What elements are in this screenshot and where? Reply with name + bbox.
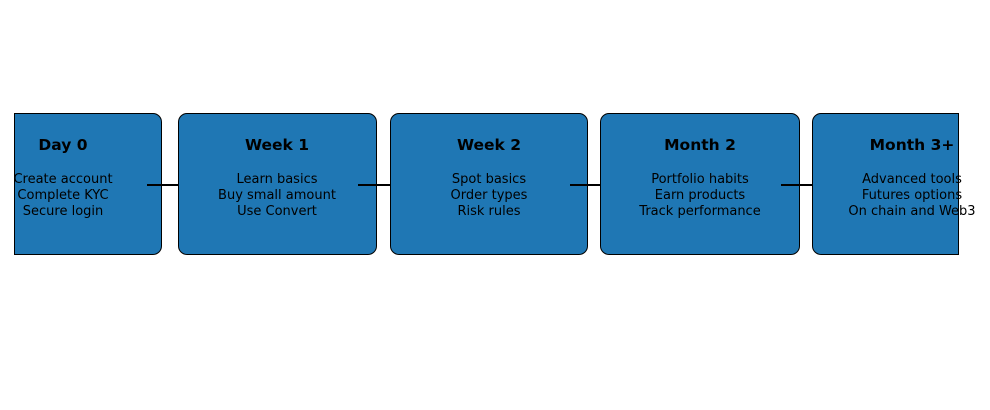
connector-line [358,184,390,186]
stage-box-day-0 [14,113,162,255]
connector-line [147,184,178,186]
connector-line [570,184,600,186]
stage-box-month-3-plus [812,113,959,255]
stage-box-week-1 [178,113,377,255]
stage-box-month-2 [600,113,800,255]
stage-box-week-2 [390,113,588,255]
connector-line [781,184,812,186]
